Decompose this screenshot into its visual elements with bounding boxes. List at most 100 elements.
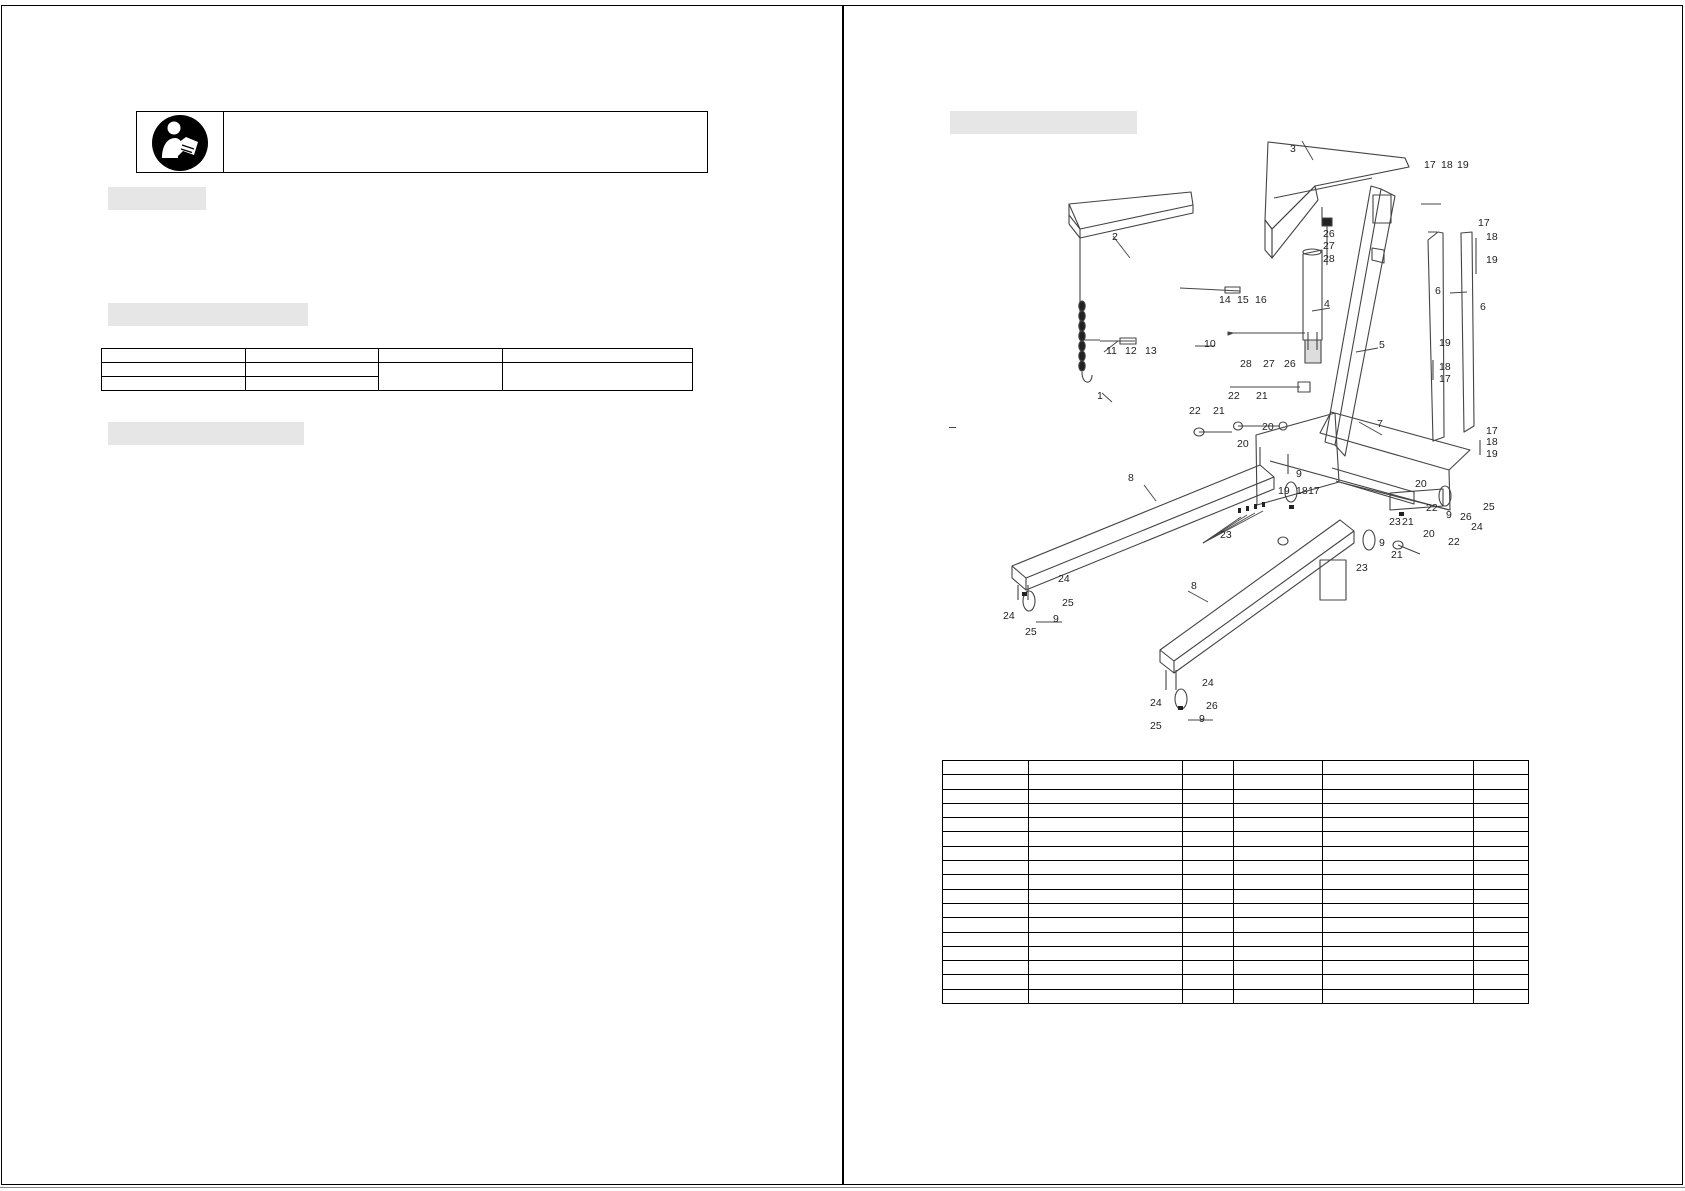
- callout-15: 15: [1237, 294, 1249, 306]
- callout-25c: 25: [1150, 720, 1162, 732]
- callout-13: 13: [1145, 345, 1157, 357]
- callout-20d: 20: [1423, 528, 1435, 540]
- parts-cell: [1233, 917, 1323, 933]
- callout-17e: 17: [1308, 485, 1320, 497]
- parts-cell: [1182, 974, 1234, 990]
- parts-cell: [1182, 802, 1234, 819]
- callout-1: 1: [1097, 390, 1103, 402]
- callout-24: 24: [1058, 573, 1070, 585]
- callout-16: 16: [1255, 294, 1267, 306]
- parts-cell: [1028, 874, 1183, 890]
- parts-cell: [1233, 788, 1323, 804]
- parts-cell: [1473, 988, 1529, 1005]
- left-page: [1, 5, 843, 1185]
- parts-cell: [942, 759, 1029, 776]
- parts-cell: [942, 860, 1029, 876]
- parts-cell: [1028, 988, 1183, 1005]
- parts-cell: [1028, 845, 1183, 862]
- parts-cell: [1233, 845, 1323, 862]
- callout-17b: 17: [1478, 217, 1490, 229]
- parts-cell: [1028, 802, 1183, 819]
- callout-10: 10: [1204, 338, 1216, 350]
- callout-17c: 17: [1439, 373, 1451, 385]
- spec-cell: [502, 348, 693, 363]
- section-heading-bar-1: [108, 187, 206, 210]
- parts-cell: [942, 774, 1029, 790]
- parts-cell: [1322, 802, 1474, 819]
- callout-25: 25: [1062, 597, 1074, 609]
- parts-cell: [1473, 817, 1529, 833]
- parts-cell: [1182, 759, 1234, 776]
- callout-28b: 28: [1240, 358, 1252, 370]
- callout-22: 22: [1189, 405, 1201, 417]
- parts-cell: [1028, 931, 1183, 947]
- parts-cell: [1233, 960, 1323, 976]
- callout-11: 11: [1106, 345, 1117, 357]
- parts-cell: [942, 802, 1029, 819]
- callout-19: 19: [1457, 159, 1469, 171]
- parts-cell: [1322, 988, 1474, 1005]
- parts-cell: [1473, 774, 1529, 790]
- callout-19e: 19: [1278, 485, 1290, 497]
- parts-cell: [1322, 774, 1474, 790]
- read-manual-icon: [152, 115, 208, 171]
- callout-26: 26: [1323, 228, 1335, 240]
- parts-cell: [1322, 831, 1474, 847]
- section-heading-bar-3: [108, 422, 304, 445]
- spec-cell: [101, 348, 246, 363]
- parts-cell: [1322, 860, 1474, 876]
- parts-cell: [1182, 960, 1234, 976]
- parts-cell: [1028, 774, 1183, 790]
- parts-cell: [1473, 931, 1529, 947]
- callout-24b: 24: [1003, 610, 1015, 622]
- parts-cell: [942, 817, 1029, 833]
- parts-cell: [1473, 845, 1529, 862]
- callout-20b: 20: [1262, 421, 1274, 433]
- callout-22d: 22: [1448, 536, 1460, 548]
- parts-cell: [1182, 831, 1234, 847]
- callout-18e: 18: [1296, 485, 1308, 497]
- parts-cell: [942, 945, 1029, 962]
- callout-23b: 23: [1389, 516, 1401, 528]
- parts-cell: [1028, 860, 1183, 876]
- callout-19b: 19: [1486, 254, 1498, 266]
- warning-icon-cell: [137, 112, 224, 172]
- callout-6: 6: [1435, 285, 1441, 297]
- parts-cell: [942, 845, 1029, 862]
- parts-cell: [942, 931, 1029, 947]
- parts-cell: [1028, 817, 1183, 833]
- callout-21c: 21: [1402, 516, 1414, 528]
- parts-cell: [1322, 845, 1474, 862]
- parts-cell: [1233, 945, 1323, 962]
- callout-8: 8: [1128, 472, 1134, 484]
- parts-cell: [1473, 860, 1529, 876]
- callout-19c: 19: [1439, 337, 1451, 349]
- parts-cell: [1182, 917, 1234, 933]
- parts-cell: [1028, 759, 1183, 776]
- parts-cell: [1028, 960, 1183, 976]
- parts-cell: [1233, 802, 1323, 819]
- parts-cell: [1182, 931, 1234, 947]
- parts-cell: [1028, 917, 1183, 933]
- parts-cell: [1322, 974, 1474, 990]
- parts-cell: [1233, 860, 1323, 876]
- parts-cell: [1233, 931, 1323, 947]
- spec-cell: [245, 348, 379, 363]
- parts-cell: [1182, 817, 1234, 833]
- spec-cell: [245, 376, 379, 391]
- parts-cell: [942, 874, 1029, 890]
- spec-cell: [378, 348, 503, 363]
- callout-7: 7: [1377, 418, 1383, 430]
- callout-4: 4: [1324, 298, 1330, 310]
- callout-9c: 9: [1296, 468, 1302, 480]
- callout-24e: 24: [1471, 521, 1483, 533]
- callout-3: 3: [1290, 143, 1296, 155]
- parts-cell: [1322, 817, 1474, 833]
- spec-cell: [502, 362, 693, 391]
- bottom-rule: [0, 1187, 1685, 1188]
- parts-cell: [1322, 902, 1474, 919]
- parts-list-table: [942, 759, 1529, 1005]
- parts-cell: [1182, 874, 1234, 890]
- parts-cell: [1233, 817, 1323, 833]
- parts-cell: [1233, 774, 1323, 790]
